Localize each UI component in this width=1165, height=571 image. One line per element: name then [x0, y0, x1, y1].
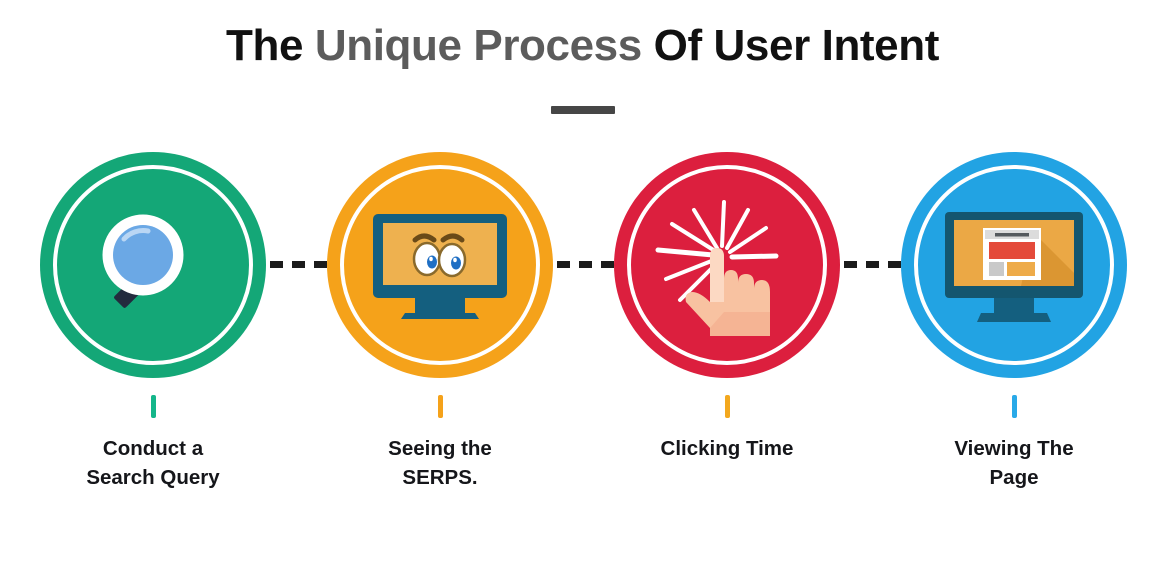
page-title-part2: Of User Intent [641, 21, 940, 70]
step-1-stem [150, 395, 156, 418]
step-3-inner-ring [627, 165, 827, 365]
hand-shape [685, 248, 770, 336]
step-4-inner-ring [914, 165, 1114, 365]
step-4-viewing-the-page[interactable] [901, 152, 1127, 378]
step-3-clicking-time[interactable] [614, 152, 840, 378]
pointing-hand-click-icon [614, 152, 840, 378]
step-4-stem [1011, 395, 1017, 418]
title-divider-rule [550, 106, 615, 115]
page-title: The Unique Process Of User Intent [0, 21, 1165, 70]
step-3-stem [724, 395, 730, 418]
monitor-with-eyes-icon [327, 152, 553, 378]
page-title-part1: The [226, 21, 315, 70]
step-1-inner-ring [53, 165, 253, 365]
label-col-1: Conduct a Search Query [33, 395, 273, 492]
magnifying-glass-icon [40, 152, 266, 378]
step-labels: Conduct a Search Query Seeing the SERPS.… [0, 395, 1165, 515]
step-1-label: Conduct a Search Query [86, 437, 220, 490]
step-1-conduct-a-search-query[interactable] [40, 152, 266, 378]
step-2-stem [437, 395, 443, 418]
step-3-label: Clicking Time [660, 437, 794, 460]
label-col-3: Clicking Time [607, 395, 847, 463]
connector-dashed-3 [844, 261, 901, 268]
monitor-with-webpage-icon [901, 152, 1127, 378]
header: The Unique Process Of User Intent [0, 0, 1165, 115]
label-col-4: Viewing The Page [894, 395, 1134, 492]
step-2-inner-ring [340, 165, 540, 365]
page-title-accent: Unique Process [314, 21, 642, 70]
step-4-label: Viewing The Page [954, 437, 1074, 490]
step-2-seeing-the-serps[interactable] [327, 152, 553, 378]
process-steps [0, 152, 1165, 382]
connector-dashed-1 [270, 261, 327, 268]
label-col-2: Seeing the SERPS. [320, 395, 560, 492]
connector-dashed-2 [557, 261, 614, 268]
step-2-label: Seeing the SERPS. [388, 437, 492, 490]
